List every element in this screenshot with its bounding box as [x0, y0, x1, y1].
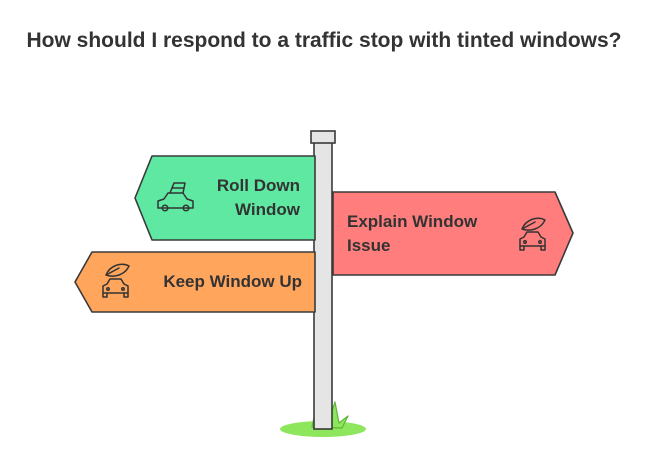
sign-roll-down-window [134, 155, 316, 241]
sign-label-line: Issue [347, 236, 391, 255]
sign-label-line: Roll Down [216, 176, 300, 195]
sign-label-roll-down-window: Roll Down Window [200, 174, 300, 222]
sign-label-line: Explain Window [347, 212, 478, 231]
sign-label-line: Keep Window Up [163, 272, 302, 291]
sign-label-keep-window-up: Keep Window Up [140, 270, 302, 294]
sign-label-line: Window [235, 200, 300, 219]
sign-label-explain-window-issue: Explain Window Issue [347, 210, 507, 258]
car-leaf-icon [519, 217, 546, 251]
diagram-title: How should I respond to a traffic stop w… [26, 29, 622, 52]
car-leaf-icon-2 [102, 263, 130, 298]
sign-keep-window-up [74, 251, 316, 313]
sign-explain-window-issue [332, 191, 574, 276]
car-window-down-icon [157, 182, 194, 212]
